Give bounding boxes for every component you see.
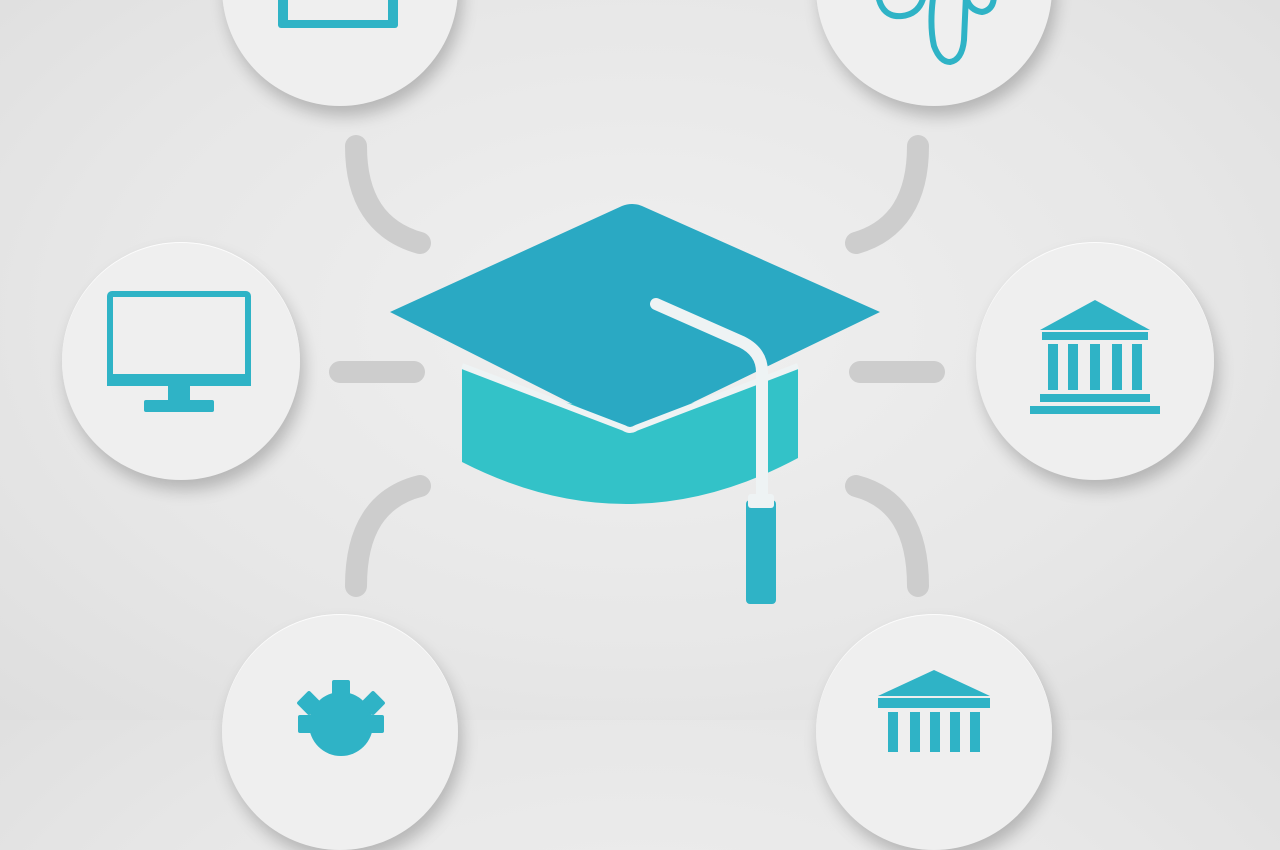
graduation-cap-icon [390,204,880,604]
connector-bottom-left [345,475,431,597]
tassel-cord [650,298,768,506]
node-desktop-monitor [62,242,300,480]
tassel [746,500,776,604]
education-diagram [62,0,1214,850]
stethoscope-icon [876,0,997,66]
node-stethoscope [816,0,1052,106]
connector-bottom-right [845,475,929,597]
desktop-monitor-icon [107,291,251,412]
node-bank-building [976,242,1214,480]
connector-lines [329,135,945,597]
cap-board [390,204,880,431]
bank-building-icon [1030,300,1160,414]
connector-top-right [845,135,929,254]
laptop-icon [278,0,398,28]
connector-top-left [345,135,431,254]
node-laptop [222,0,458,106]
